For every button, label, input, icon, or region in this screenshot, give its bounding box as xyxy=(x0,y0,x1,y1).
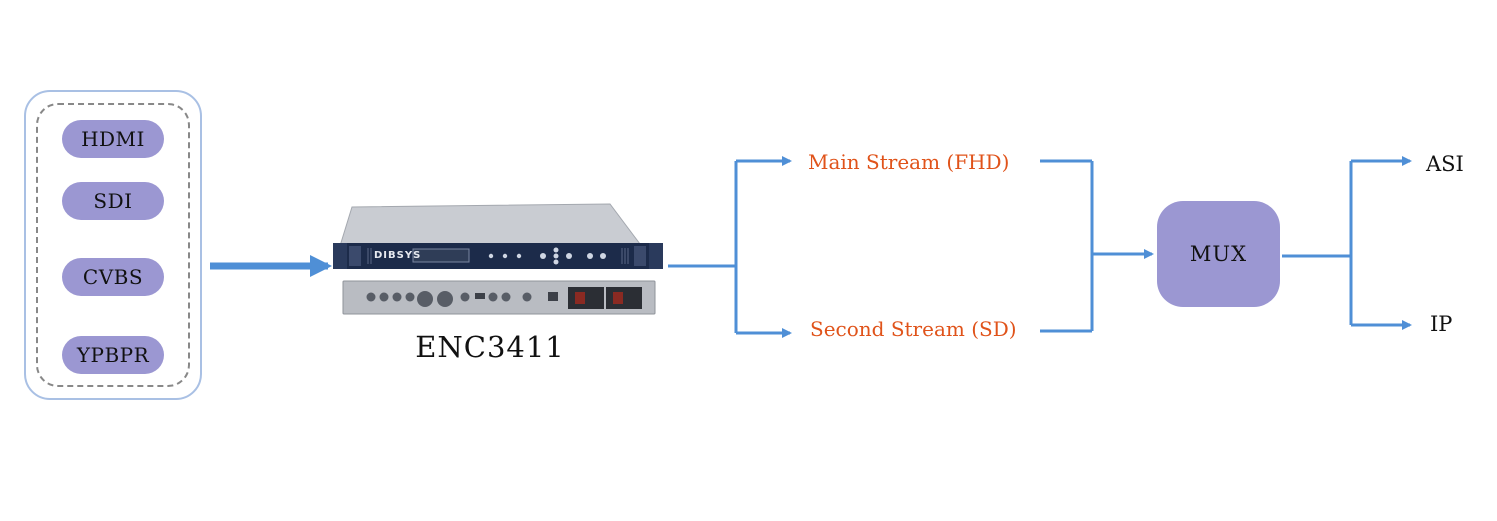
encoder-device-image xyxy=(333,203,663,315)
output-ip-label: IP xyxy=(1430,312,1453,336)
input-sources-dashed-border: HDMI SDI CVBS YPBPR xyxy=(36,103,190,387)
streams-to-mux xyxy=(1040,159,1154,333)
second-stream-label: Second Stream (SD) xyxy=(810,317,1017,341)
input-sdi: SDI xyxy=(62,182,164,220)
input-sources-group: HDMI SDI CVBS YPBPR xyxy=(24,90,202,400)
mux-box: MUX xyxy=(1157,201,1280,307)
input-cvbs: CVBS xyxy=(62,258,164,296)
mux-output-split xyxy=(1282,156,1412,330)
output-asi-label: ASI xyxy=(1426,152,1464,176)
main-stream-label: Main Stream (FHD) xyxy=(808,150,1010,174)
encoder-output-split xyxy=(668,156,792,338)
device-name-label: ENC3411 xyxy=(415,330,565,364)
device-brand-logo: DIBSYS xyxy=(374,250,422,261)
input-ypbpr: YPBPR xyxy=(62,336,164,374)
input-hdmi: HDMI xyxy=(62,120,164,158)
